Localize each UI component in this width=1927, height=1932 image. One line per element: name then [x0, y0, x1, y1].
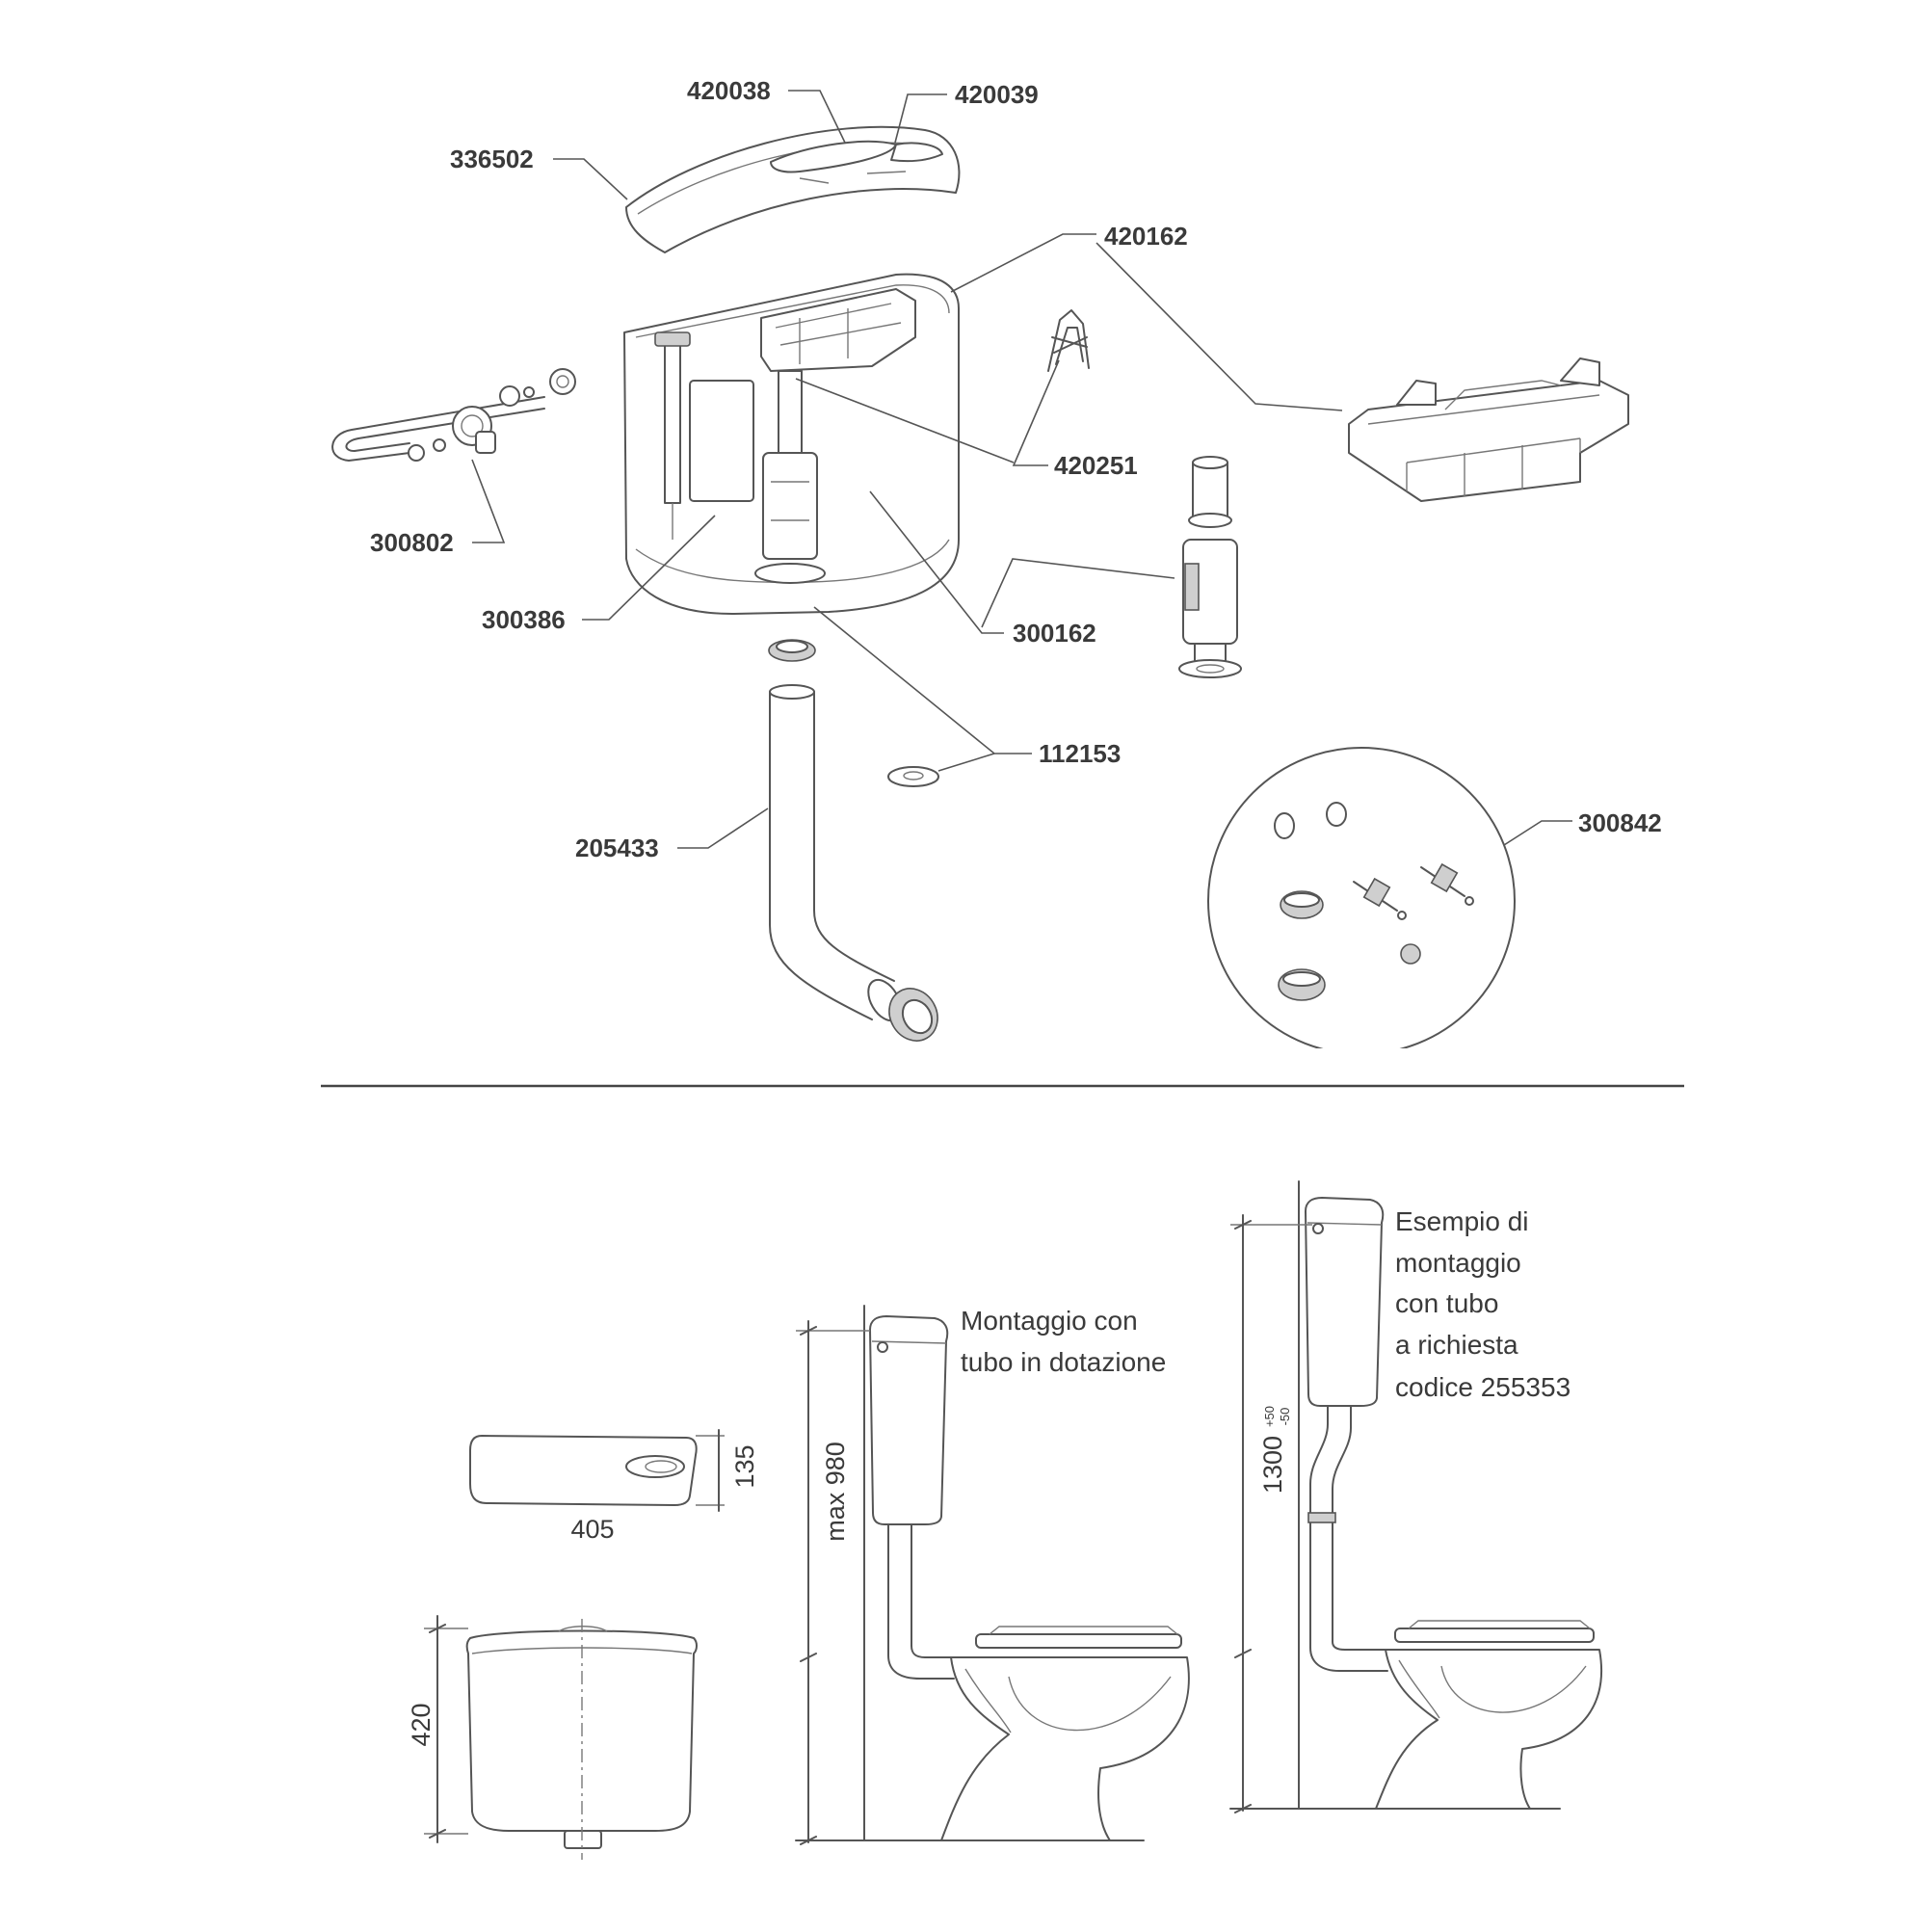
dimension-optional-height: 1300	[1258, 1436, 1287, 1494]
tolerance-minus: -50	[1278, 1408, 1292, 1426]
flush-pipe	[769, 684, 938, 1042]
cistern-side-view	[1305, 1197, 1385, 1407]
flush-button-small	[890, 142, 943, 163]
fixing-screw	[1353, 877, 1407, 920]
label-420162: 420162	[1104, 222, 1188, 251]
toilet-bowl	[1375, 1620, 1602, 1810]
flush-pipe-optional	[1309, 1405, 1388, 1672]
part-labels: 420038 420039 336502 420162 420251 30080…	[370, 76, 1662, 862]
top-view-button	[625, 1455, 685, 1478]
cistern-side-view	[869, 1315, 949, 1525]
label-300842: 300842	[1578, 808, 1662, 837]
installation-optional: 1300 +50 -50 Esempio di montaggio con tu…	[1229, 1180, 1602, 1813]
dimension-width: 405	[570, 1515, 614, 1544]
installation-standard: max 980 Montaggio con tubo in dotazione	[795, 1305, 1190, 1845]
caption-optional-line3: con tubo	[1395, 1288, 1498, 1318]
label-420038: 420038	[687, 76, 771, 105]
cistern-cover	[625, 125, 961, 253]
flush-button-large	[770, 140, 897, 173]
toilet-bowl	[940, 1626, 1190, 1841]
dimension-height: 420	[407, 1703, 436, 1746]
fixing-screw	[1420, 862, 1474, 906]
label-300386: 300386	[482, 605, 566, 634]
caption-optional-line1: Esempio di	[1395, 1206, 1529, 1236]
flush-valve-spare	[1178, 456, 1242, 678]
inlet-connection	[331, 368, 576, 462]
flush-valve-installed	[754, 370, 826, 584]
label-420251: 420251	[1054, 451, 1138, 480]
cistern-top-view: 135 405	[469, 1429, 759, 1544]
caption-standard-line1: Montaggio con	[961, 1306, 1138, 1336]
spring-clip	[1047, 309, 1090, 372]
label-336502: 336502	[450, 145, 534, 173]
cistern-front-view: 420	[407, 1615, 698, 1860]
dimension-depth: 135	[730, 1444, 759, 1488]
caption-standard-line2: tubo in dotazione	[961, 1347, 1166, 1377]
label-205433: 205433	[575, 834, 659, 862]
fill-valve	[654, 331, 754, 540]
fixing-kit	[1207, 747, 1516, 1048]
label-300802: 300802	[370, 528, 454, 557]
label-420039: 420039	[955, 80, 1039, 109]
pipe-gasket	[768, 639, 816, 662]
label-112153: 112153	[1039, 739, 1121, 768]
front-view-outlet	[564, 1830, 602, 1849]
caption-optional-line4: a richiesta	[1395, 1330, 1518, 1360]
washer	[887, 766, 939, 787]
leader-lines	[471, 90, 1572, 849]
caption-optional-line5: codice 255353	[1395, 1372, 1571, 1402]
button-frame	[1348, 357, 1629, 502]
dimension-max-height: max 980	[821, 1442, 850, 1542]
caption-optional-line2: montaggio	[1395, 1248, 1521, 1278]
label-300162: 300162	[1013, 619, 1096, 648]
cistern-tank	[623, 273, 960, 615]
tolerance-plus: +50	[1262, 1406, 1277, 1427]
flush-pipe-standard	[887, 1523, 955, 1680]
